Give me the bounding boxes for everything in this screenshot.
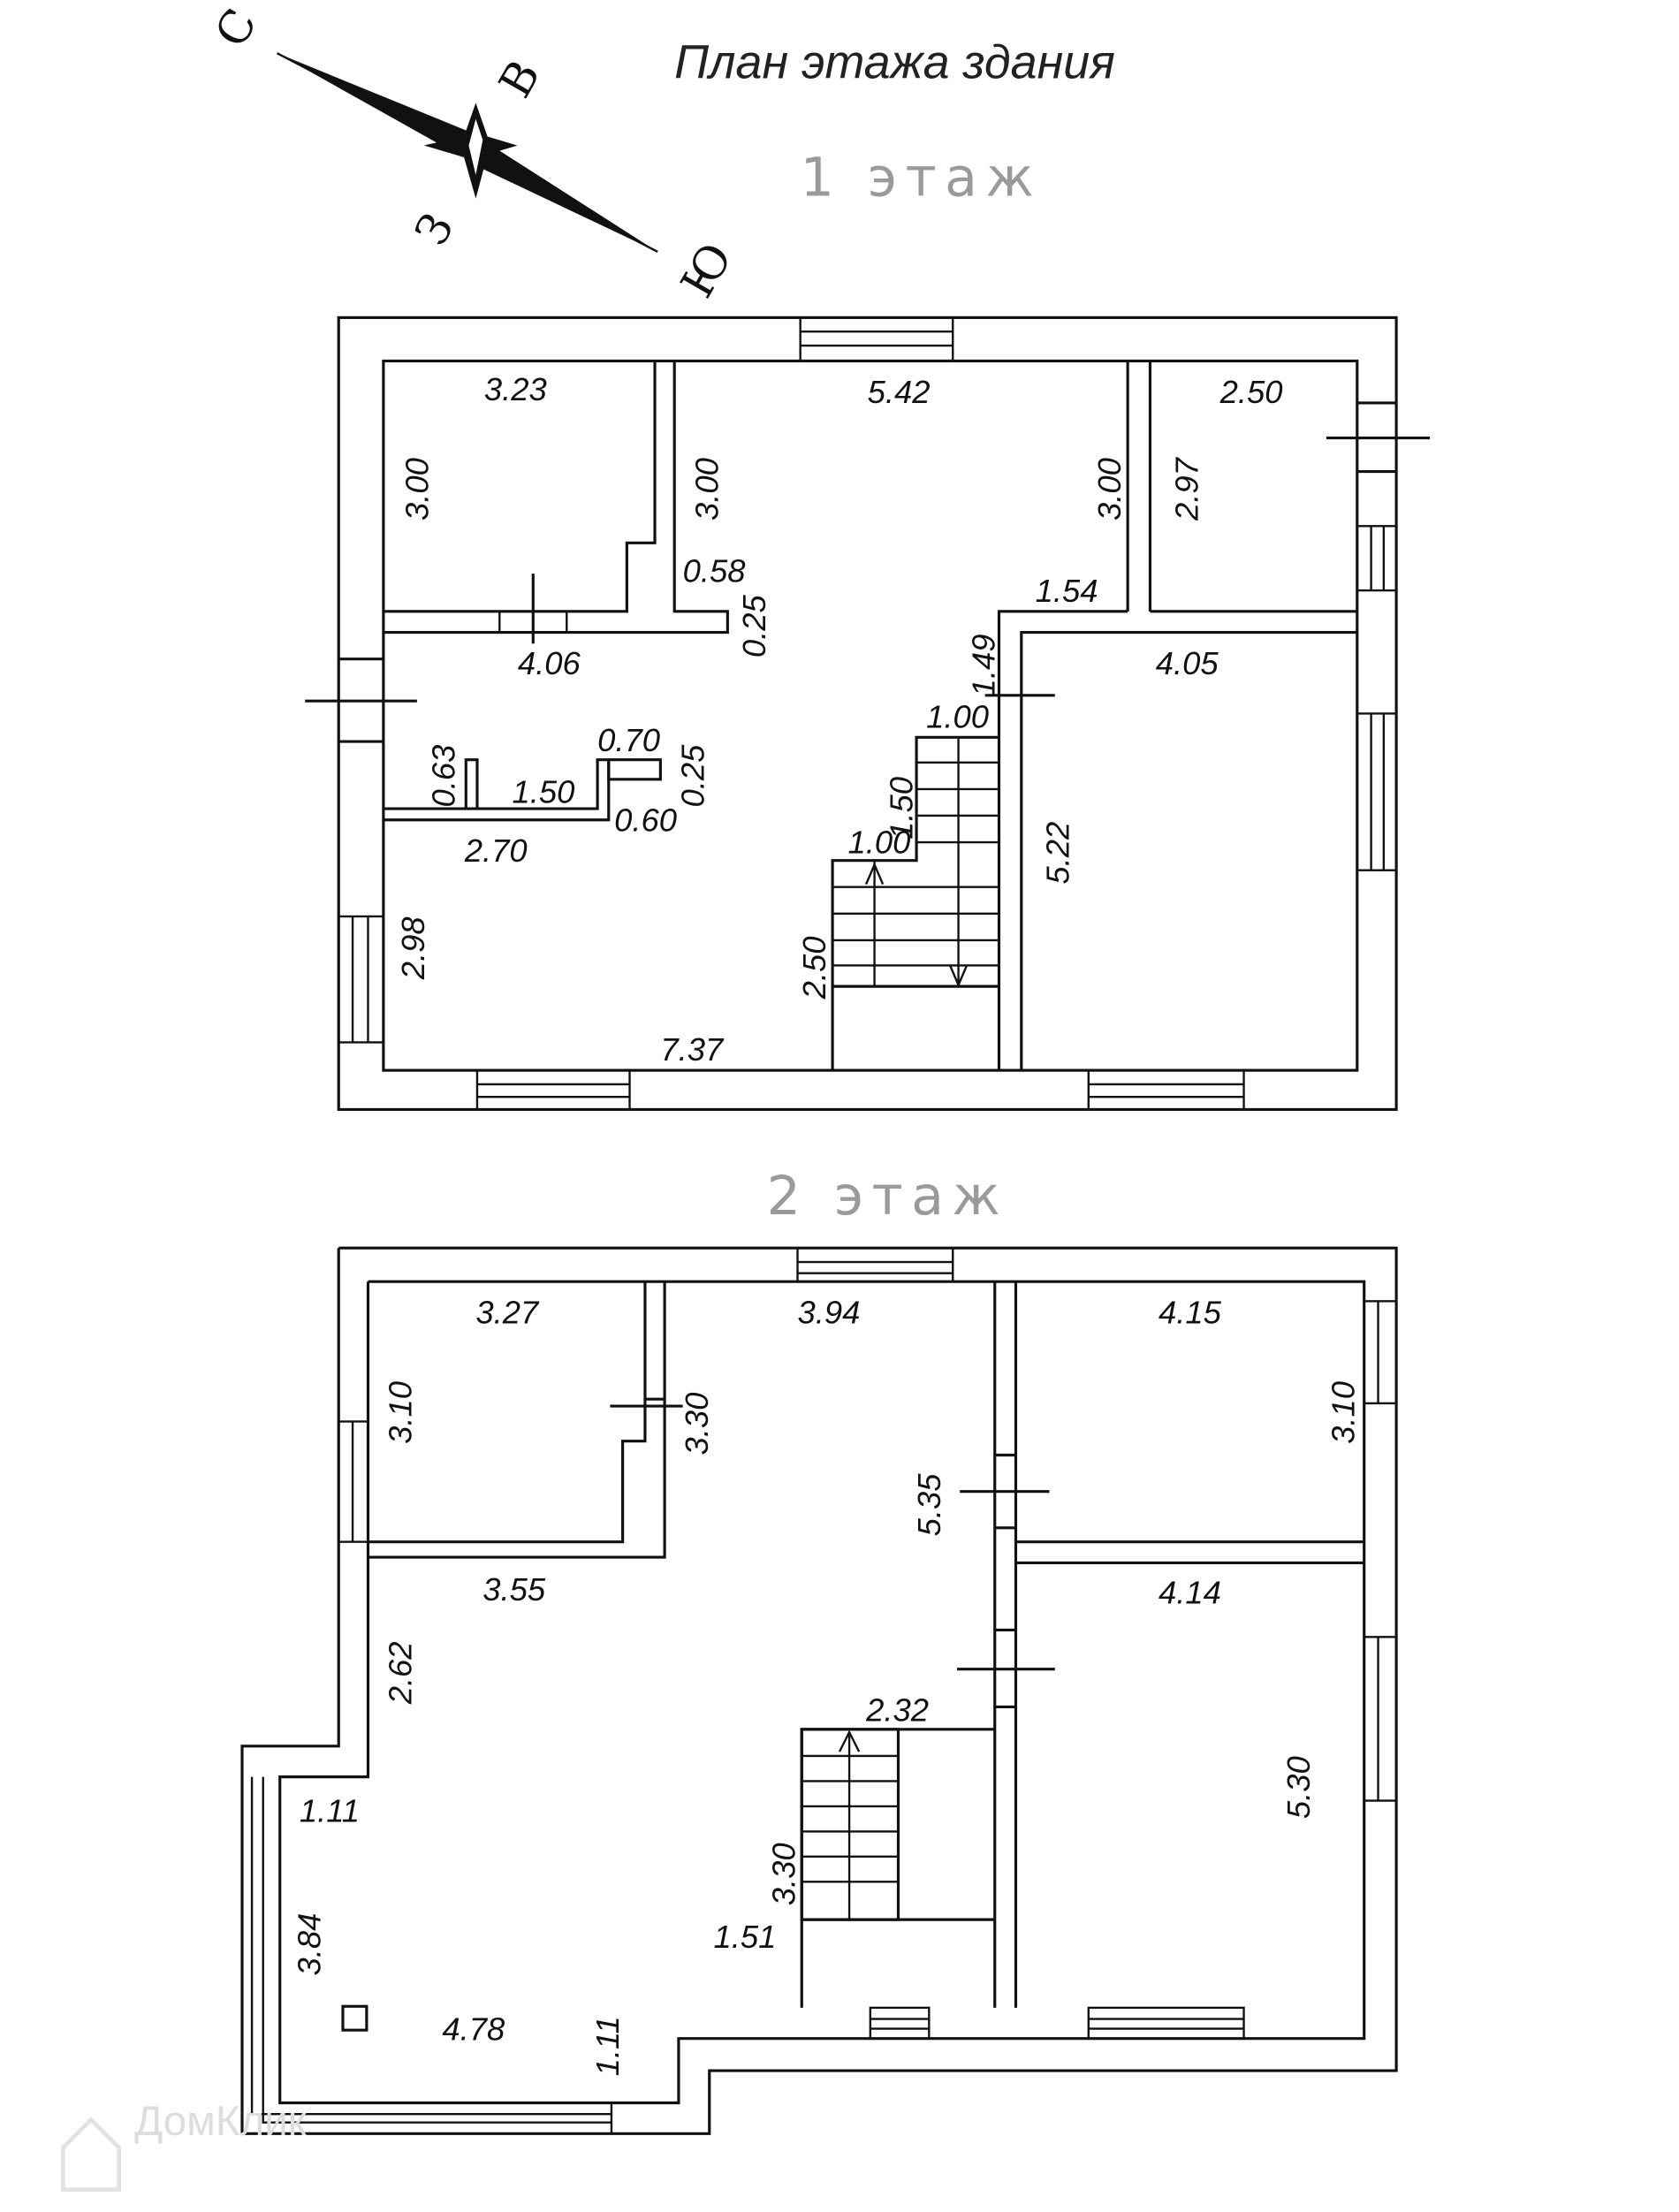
watermark: ДомКлик — [60, 2098, 307, 2193]
dim-label: 4.14 — [1159, 1574, 1221, 1610]
dim-label: 5.22 — [1040, 822, 1076, 885]
dim-label: 1.11 — [300, 1792, 360, 1828]
dim-label: 2.98 — [395, 916, 431, 981]
dim-label: 0.25 — [674, 744, 710, 808]
dim-label: 3.84 — [292, 1913, 328, 1976]
dim-label: 2.50 — [1219, 374, 1283, 410]
dim-label: 4.78 — [442, 2011, 505, 2047]
dim-label: 1.51 — [714, 1919, 777, 1955]
floor2-plan — [240, 1246, 1398, 2135]
dim-label: 2.50 — [796, 937, 832, 1000]
dim-label: 3.30 — [679, 1393, 715, 1456]
dim-label: 1.11 — [589, 2016, 626, 2076]
page-title: План этажа здания — [674, 36, 1115, 89]
dim-label: 3.00 — [399, 458, 436, 521]
dim-label: 0.63 — [426, 745, 462, 808]
dim-label: 3.00 — [1091, 458, 1128, 521]
watermark-text: ДомКлик — [134, 2098, 307, 2145]
dim-label: 4.06 — [518, 645, 581, 681]
dim-label: 3.27 — [475, 1295, 540, 1331]
dim-label: 1.54 — [1036, 573, 1098, 609]
dim-label: 0.58 — [683, 553, 747, 589]
dim-label: 3.23 — [484, 371, 547, 407]
compass-east: В — [489, 51, 551, 106]
dim-label: 3.00 — [688, 458, 725, 521]
dim-label: 4.15 — [1159, 1295, 1222, 1331]
dim-label: 3.94 — [798, 1295, 861, 1331]
dim-label: 3.30 — [765, 1843, 802, 1905]
dim-label: 0.70 — [597, 722, 660, 758]
dim-label: 1.50 — [883, 777, 919, 840]
compass-north: С — [205, 0, 267, 56]
dim-label: 1.00 — [847, 825, 910, 861]
compass-south: Ю — [671, 234, 742, 307]
dim-label: 3.55 — [482, 1571, 546, 1608]
dim-label: 0.25 — [736, 594, 772, 658]
dim-label: 5.42 — [868, 374, 931, 410]
floor2-dimensions: 3.27 3.94 4.15 3.10 3.30 3.10 5.35 3.55 … — [292, 1295, 1362, 2077]
floor2-heading: 2 этаж — [767, 1166, 1009, 1228]
dim-label: 1.00 — [926, 698, 989, 734]
dim-label: 1.49 — [966, 635, 1002, 697]
dim-label: 5.35 — [911, 1473, 947, 1537]
floor1-heading: 1 этаж — [801, 148, 1043, 209]
dim-label: 2.32 — [865, 1691, 929, 1728]
dim-label: 2.70 — [464, 832, 528, 869]
dim-label: 1.50 — [513, 774, 575, 810]
compass-west: З — [405, 204, 464, 255]
compass-rose-icon: С В З Ю — [205, 0, 743, 306]
dim-label: 0.60 — [614, 802, 677, 838]
dim-label: 3.10 — [1326, 1381, 1362, 1444]
floor1-dimensions: 3.23 5.42 2.50 3.00 3.00 3.00 2.97 0.58 … — [395, 371, 1283, 1068]
dim-label: 2.97 — [1168, 456, 1204, 521]
dim-label: 2.62 — [383, 1641, 419, 1705]
dim-label: 3.10 — [383, 1381, 419, 1444]
floor1-plan — [305, 315, 1431, 1112]
dim-label: 7.37 — [660, 1031, 725, 1068]
dim-label: 4.05 — [1156, 645, 1219, 681]
dim-label: 5.30 — [1280, 1756, 1317, 1819]
